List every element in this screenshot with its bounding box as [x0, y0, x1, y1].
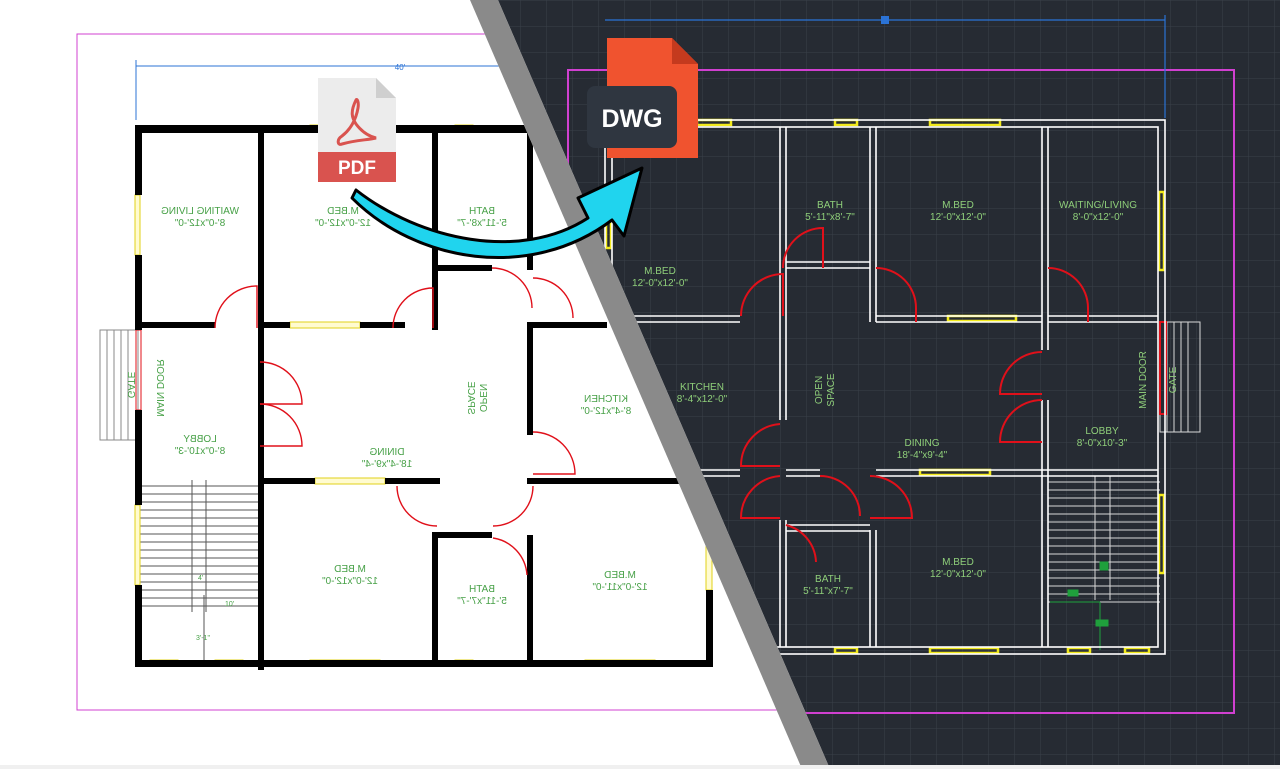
pdf-label-kitchen: KITCHEN — [584, 394, 628, 405]
dwg-badge-label: DWG — [601, 105, 662, 133]
pdf-label-bath-2: BATH — [469, 584, 495, 595]
dwg-size-mbed-1: 12'-0"x12'-0" — [930, 212, 986, 223]
pdf-label-dining: DINING — [369, 447, 404, 458]
pdf-room-labels: WAITING LIVING 8'-0"x12'-0" M.BED 12'-0"… — [125, 206, 648, 607]
pdf-badge-label: PDF — [338, 158, 376, 179]
dwg-size-mbed-2: 12'-0"x12'-0" — [632, 278, 688, 289]
pdf-label-bath-1: BATH — [469, 206, 495, 217]
pdf-dimension-label: 40' — [395, 63, 406, 72]
dwg-size-lobby: 8'-0"x10'-3" — [1077, 438, 1128, 449]
dwg-label-kitchen: KITCHEN — [680, 382, 724, 393]
dwg-label-open-space: OPEN — [814, 376, 825, 404]
pdf-stair-dim-3: 3'-1" — [196, 635, 210, 642]
dwg-label-gate: GATE — [1168, 366, 1179, 393]
pdf-size-dining: 18'-4"x9'-4" — [361, 459, 412, 470]
conversion-arrow-icon — [350, 166, 644, 259]
dwg-main-door-grille — [1159, 321, 1167, 415]
dwg-size-waiting-living: 8'-0"x12'-0" — [1073, 212, 1124, 223]
pdf-label-mbed-2: M.BED — [334, 564, 366, 575]
acrobat-logo-icon — [336, 98, 377, 146]
dwg-label-main-door: MAIN DOOR — [1138, 351, 1149, 409]
dwg-size-mbed-3: 12'-0"x12'-0" — [930, 569, 986, 580]
dwg-label-bath-1: BATH — [817, 200, 843, 211]
dwg-size-bath-1: 5'-11"x8'-7" — [805, 212, 855, 223]
dwg-room-labels: BATH 5'-11"x8'-7" M.BED 12'-0"x12'-0" WA… — [632, 200, 1179, 597]
dwg-size-kitchen: 8'-4"x12'-0" — [677, 394, 728, 405]
dwg-size-bath-2: 5'-11"x7'-7" — [803, 586, 853, 597]
pdf-label-mbed-1: M.BED — [327, 206, 359, 217]
bottom-strip — [0, 765, 1280, 769]
pdf-label-mbed-3: M.BED — [604, 570, 636, 581]
pdf-size-mbed-3: 12'-0"x11'-0" — [592, 582, 648, 593]
pdf-label-open-space: OPEN — [477, 384, 488, 412]
pdf-doors — [214, 267, 576, 576]
dwg-stair-dimension-marks — [1050, 561, 1109, 650]
dwg-label-dining: DINING — [905, 438, 940, 449]
pdf-label-main-door: MAIN DOOR — [154, 359, 165, 417]
dwg-size-open-space: SPACE — [826, 373, 837, 406]
pdf-size-kitchen: 8'-4"x12'-0" — [580, 406, 631, 417]
dwg-label-mbed-1: M.BED — [942, 200, 974, 211]
dwg-label-mbed-3: M.BED — [942, 557, 974, 568]
dwg-doors — [739, 226, 1089, 563]
pdf-walls — [135, 125, 717, 670]
dwg-label-waiting-living: WAITING/LIVING — [1059, 200, 1137, 211]
dwg-label-bath-2: BATH — [815, 574, 841, 585]
dwg-grip-point — [881, 16, 889, 24]
pdf-file-icon: PDF — [318, 78, 396, 182]
pdf-size-lobby: 8'-0"x10'-3" — [174, 446, 225, 457]
pdf-label-lobby: LOBBY — [183, 434, 217, 445]
dwg-size-dining: 18'-4"x9'-4" — [897, 450, 948, 461]
pdf-label-waiting-living: WAITING LIVING — [161, 206, 239, 217]
pdf-stair-dim-1: 4' — [198, 575, 203, 582]
pdf-size-waiting-living: 8'-0"x12'-0" — [174, 218, 225, 229]
pdf-label-gate: GATE — [125, 371, 136, 398]
pdf-staircase — [140, 480, 258, 660]
dwg-file-icon: DWG — [587, 38, 698, 158]
pdf-entry-steps — [99, 329, 139, 441]
pdf-drawing-boundary — [76, 33, 802, 711]
pdf-size-bath-1: 5'-11"x8'-7" — [457, 218, 507, 229]
diagonal-divider — [470, 0, 830, 769]
dwg-label-lobby: LOBBY — [1085, 426, 1119, 437]
pdf-size-mbed-1: 12'-0"x12'-0" — [315, 218, 371, 229]
dwg-label-mbed-2: M.BED — [644, 266, 676, 277]
pdf-size-mbed-2: 12'-0"x12'-0" — [322, 576, 378, 587]
pdf-size-open-space: SPACE — [465, 381, 476, 414]
pdf-stair-dim-2: 10' — [225, 601, 234, 608]
pdf-size-bath-2: 5'-11"x7'-7" — [457, 596, 507, 607]
